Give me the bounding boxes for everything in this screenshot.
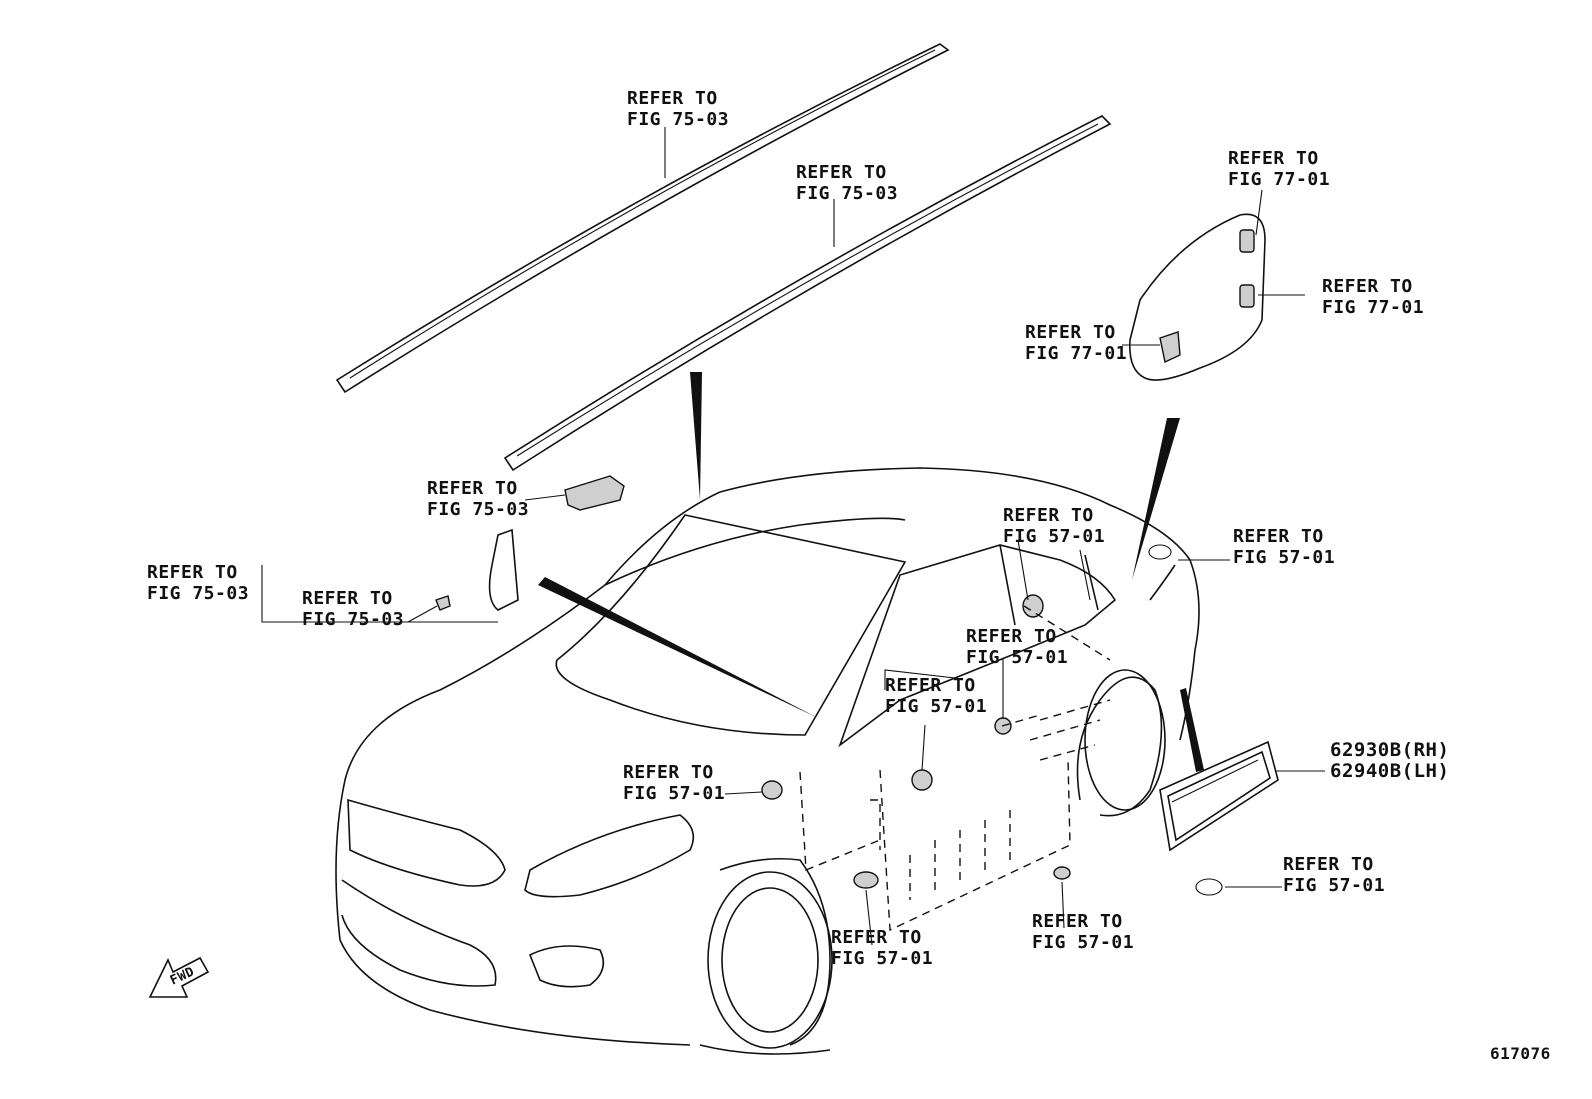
rocker-panel-part (1159, 740, 1279, 852)
leader-lines (261, 189, 1325, 946)
fuel-filler-lid (1128, 213, 1266, 381)
plug-4 (761, 780, 783, 800)
pointer-wedge (1132, 418, 1180, 580)
pointer-wedge (1180, 688, 1204, 772)
roof-molding-upper (335, 43, 950, 394)
pointer-wedge (538, 577, 818, 718)
plug-5 (853, 871, 879, 889)
part-number-label: 62930B(RH)62940B(LH) (1330, 739, 1450, 782)
diagram-id: 617076 (1490, 1044, 1551, 1063)
plug-6 (1053, 866, 1071, 880)
rocker-dashed-lines (799, 605, 1111, 932)
plug-7 (1148, 544, 1172, 560)
roof-molding-clip (564, 475, 625, 511)
car-body (335, 467, 1200, 1055)
plug-3 (911, 769, 933, 791)
quarter-window-molding (488, 528, 519, 611)
roof-molding-lower (503, 115, 1112, 472)
plug-8 (1195, 878, 1223, 896)
fwd-arrow-icon (148, 956, 210, 998)
plug-1 (1022, 594, 1044, 618)
pointer-wedge (690, 372, 702, 500)
molding-clip (435, 595, 451, 611)
